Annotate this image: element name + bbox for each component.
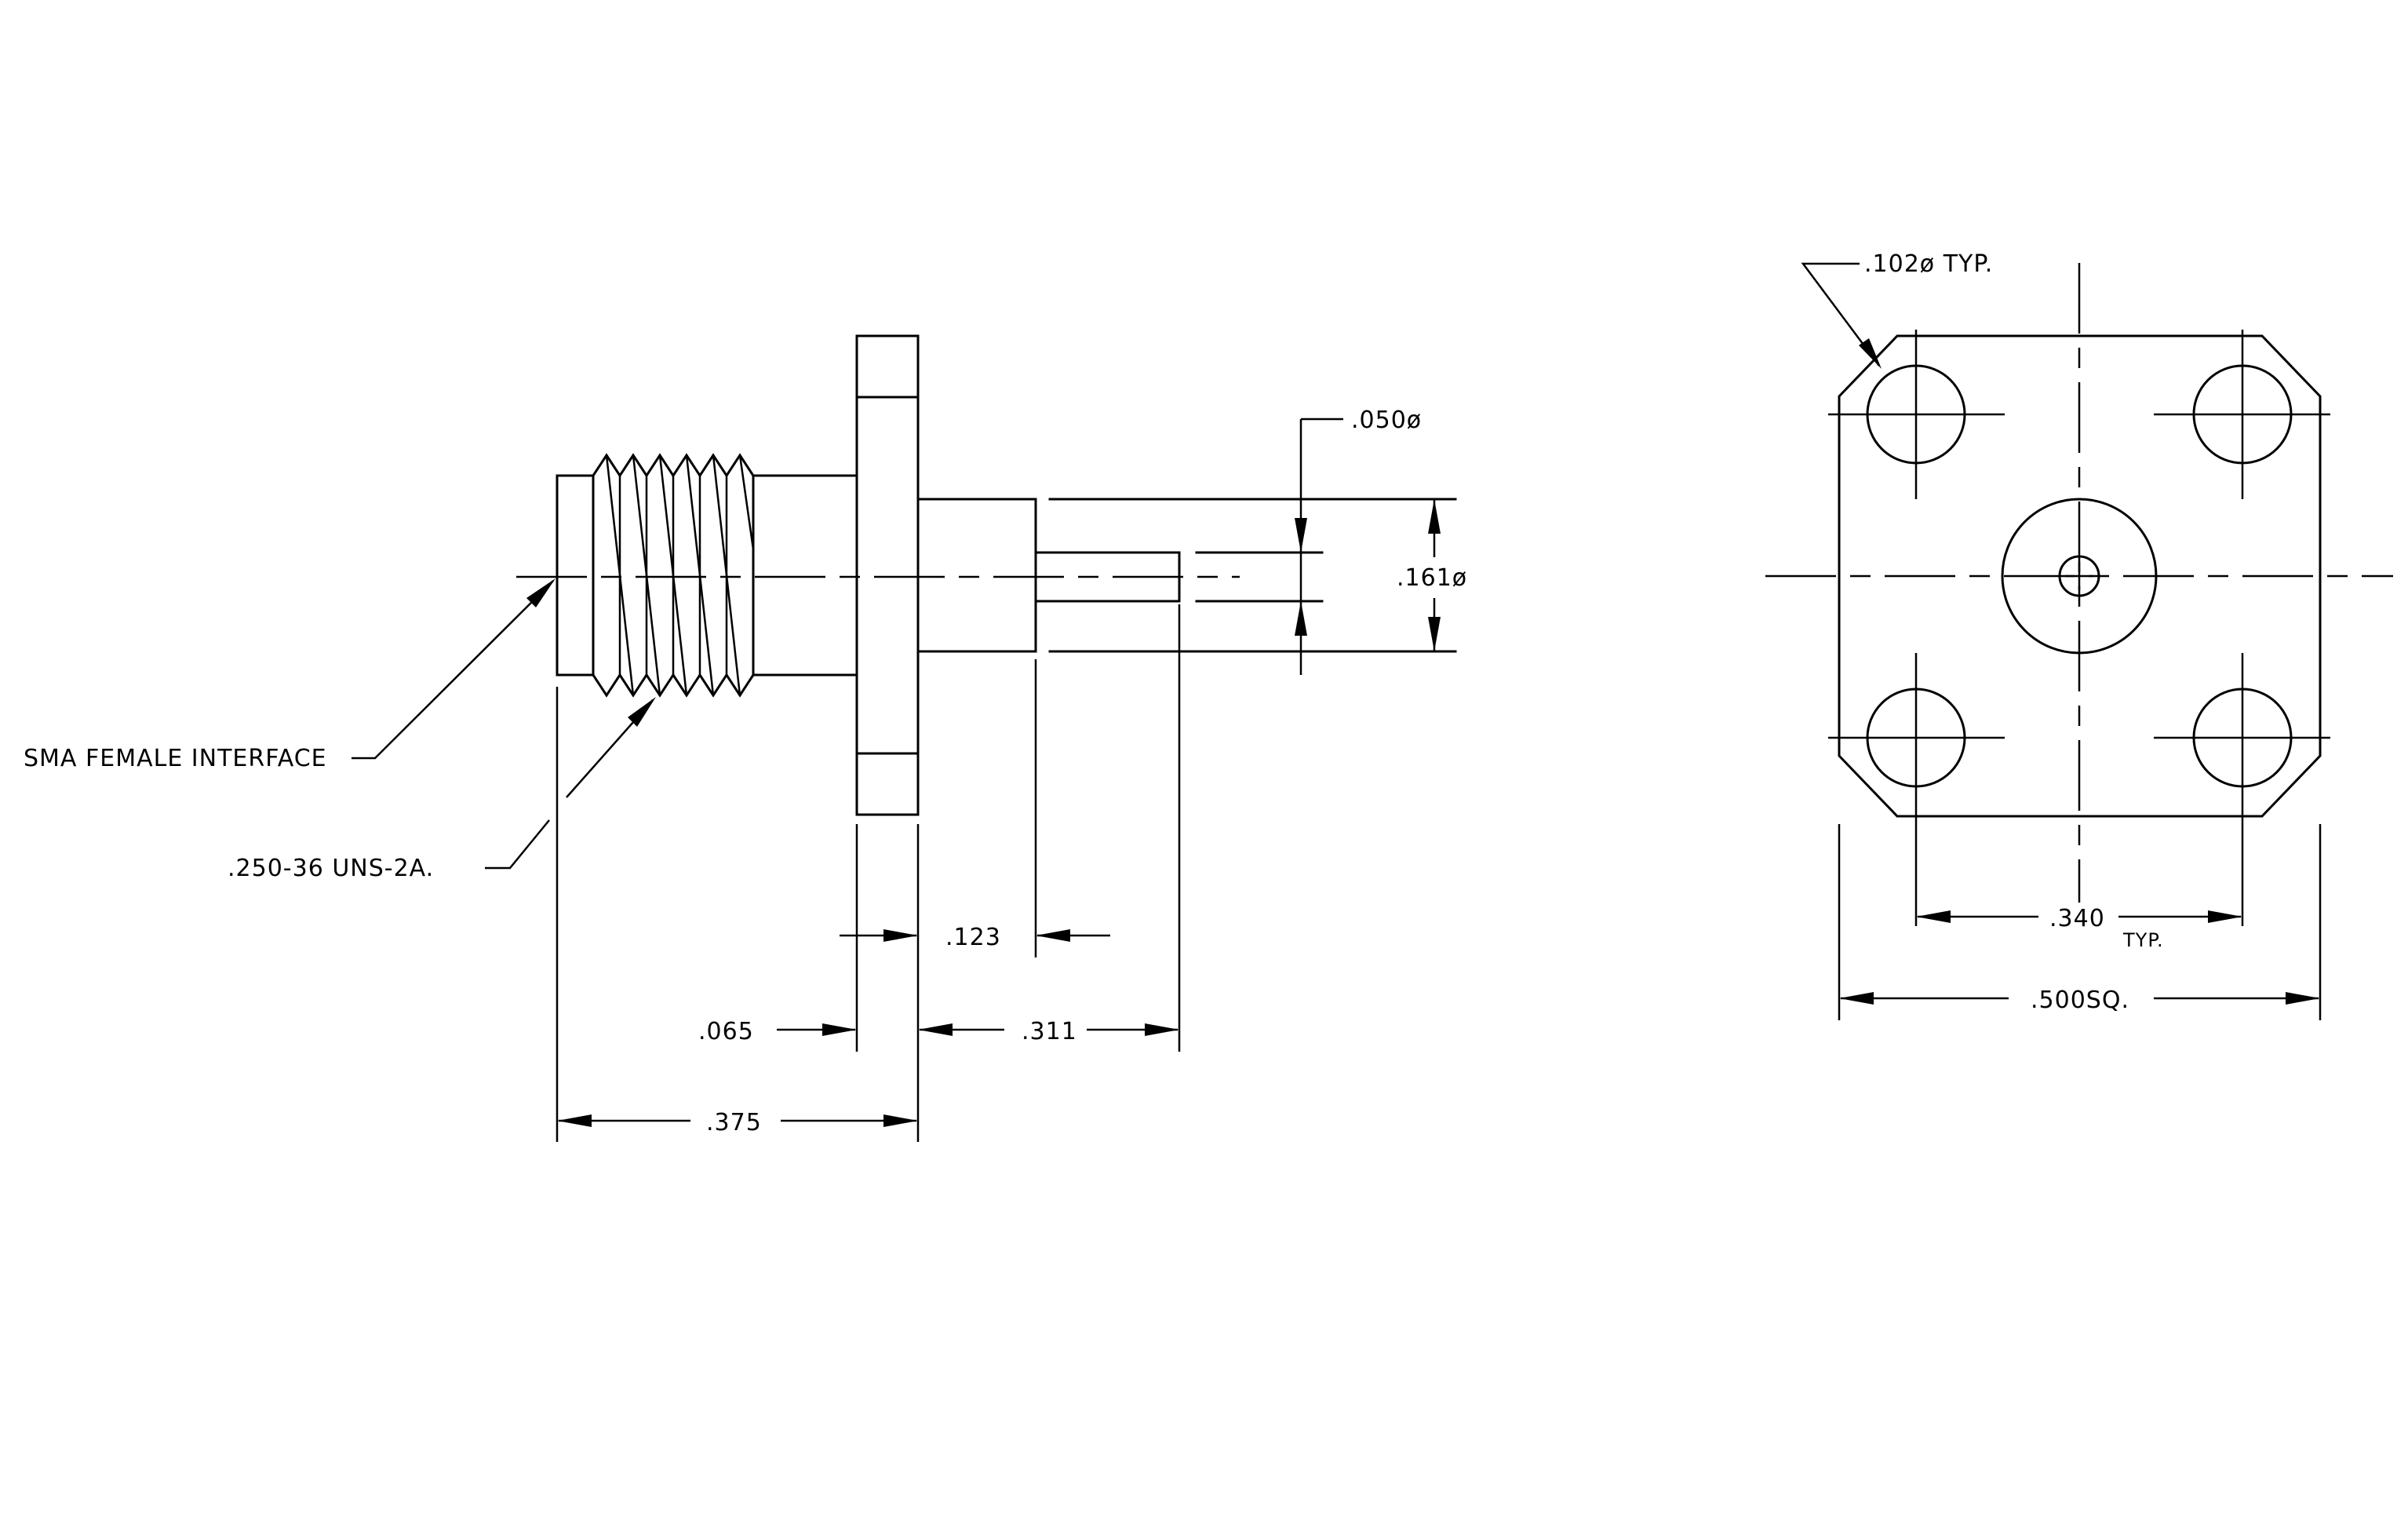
threaded-body	[556, 453, 858, 698]
thread-label: .250-36 UNS-2A.	[228, 855, 434, 882]
rear-body	[916, 498, 1457, 653]
flange-thickness-label: .065	[698, 1018, 754, 1045]
front-length-label: .375	[706, 1109, 762, 1136]
hole-diameter-label: .102ø TYP.	[1864, 250, 1993, 278]
step-length-label: .123	[945, 924, 1001, 951]
pin-diameter-label: .050ø	[1351, 407, 1422, 434]
flange-size-dimension: .500SQ.	[1838, 824, 2322, 1020]
flange-and-rear-dimension: .065 .311	[698, 1018, 1179, 1045]
step-length-dimension: .123	[840, 924, 1110, 951]
body-diameter-label: .161ø	[1397, 564, 1467, 592]
front-view: .102ø TYP. .340 TYP. .500SQ.	[1765, 250, 2393, 1020]
extension-lines	[556, 604, 1181, 1142]
side-view: .050ø .161ø .123	[24, 334, 1467, 1142]
interface-label: SMA FEMALE INTERFACE	[24, 745, 327, 772]
flange	[855, 334, 920, 816]
hole-spacing-label: .340	[2049, 905, 2105, 932]
hole-spacing-dimension: .340 TYP.	[1916, 905, 2242, 951]
body-diameter-dimension: .161ø	[1397, 499, 1467, 651]
square-flange-outline	[1838, 334, 2322, 818]
flange-size-label: .500SQ.	[2031, 987, 2129, 1014]
hole-diameter-callout: .102ø TYP.	[1801, 250, 1993, 369]
rear-length-label: .311	[1022, 1018, 1077, 1045]
hole-spacing-note: TYP.	[2122, 929, 2164, 951]
front-length-dimension: .375	[557, 1109, 918, 1136]
pin-diameter-dimension: .050ø	[1295, 407, 1422, 675]
mounting-holes	[1828, 330, 2330, 926]
thread-callout: .250-36 UNS-2A.	[228, 697, 656, 882]
interface-callout: SMA FEMALE INTERFACE	[24, 578, 556, 772]
